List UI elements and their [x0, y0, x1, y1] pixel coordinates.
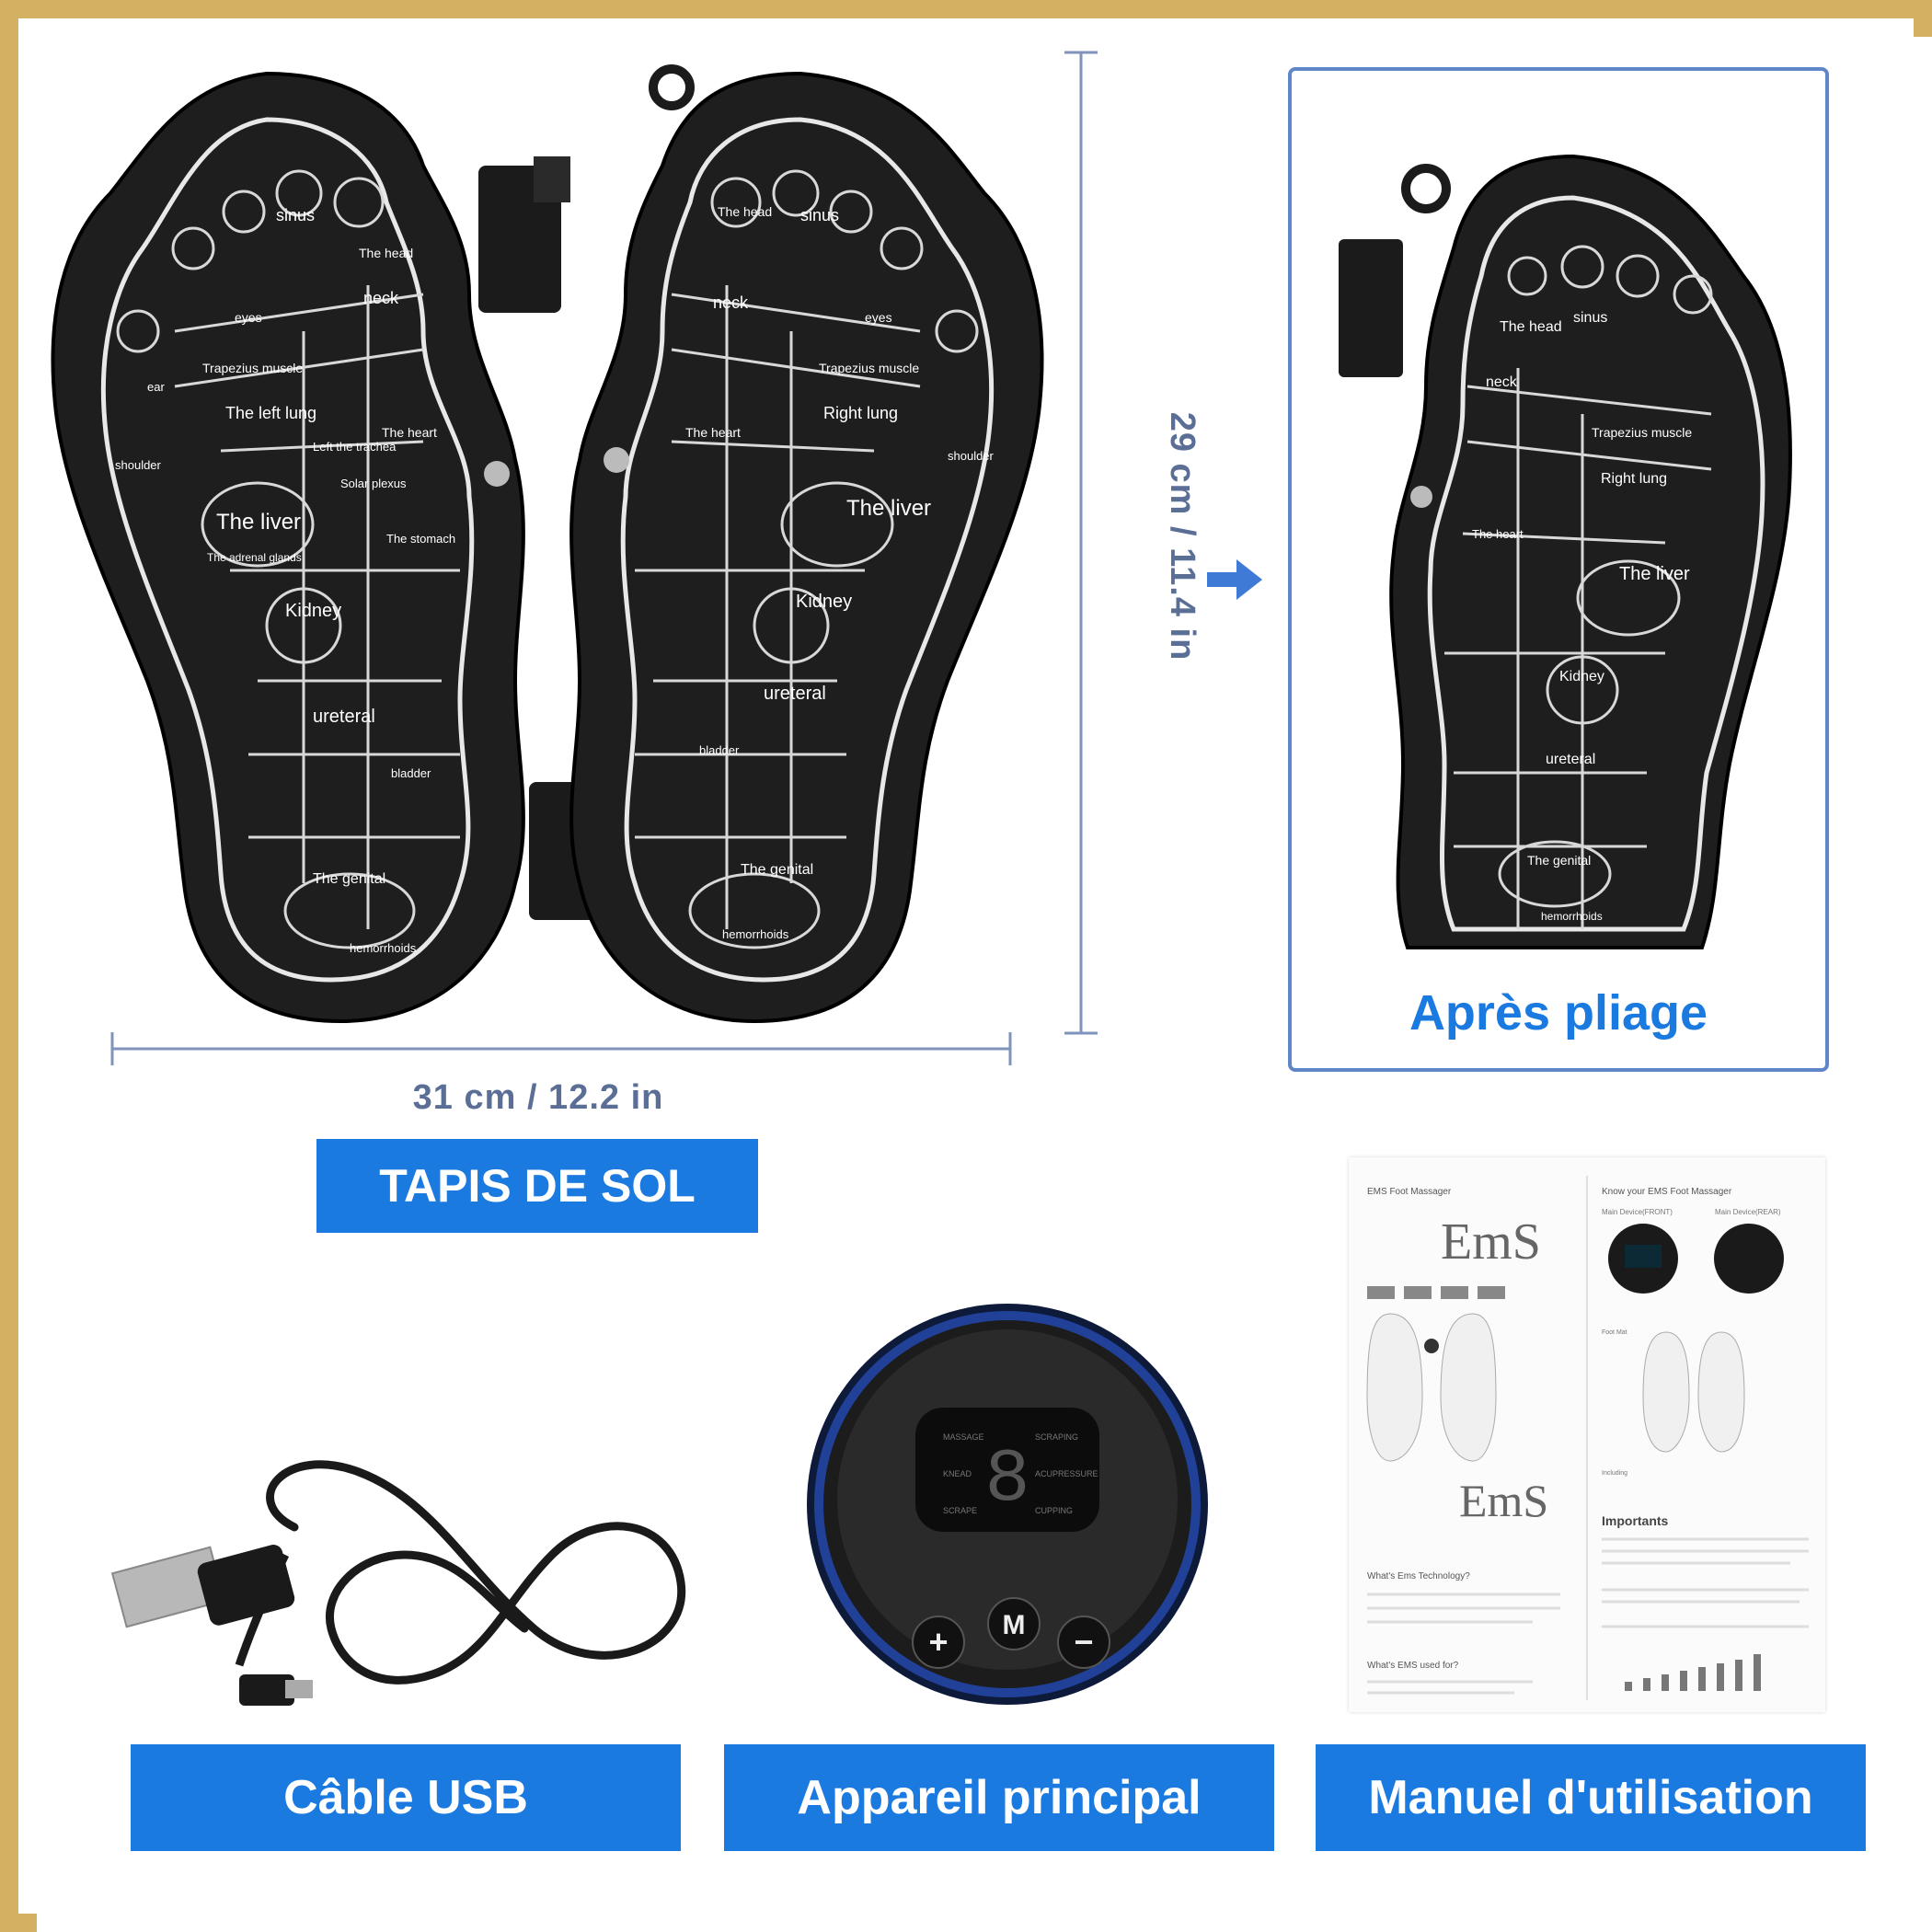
- foot-mat-unfolded: sinus The head eyes neck ear Trapezius m…: [51, 64, 1044, 1024]
- zone-left-genital: The genital: [313, 871, 385, 887]
- zone-left-neck: neck: [363, 289, 399, 307]
- height-dimension-line: [1064, 51, 1098, 1035]
- main-device-label: Appareil principal: [724, 1744, 1274, 1851]
- zone-right-ureteral: ureteral: [764, 684, 826, 704]
- zone-left-kidney: Kidney: [285, 601, 341, 621]
- minus-button[interactable]: −: [1057, 1616, 1110, 1669]
- display-digit: 8: [984, 1437, 1029, 1523]
- zone-left-hemorrhoids: hemorrhoids: [350, 941, 417, 955]
- zone-left-adrenal: The adrenal glands: [207, 551, 302, 564]
- manual-importants: Importants: [1602, 1513, 1669, 1528]
- folded-zone-neck: neck: [1486, 374, 1518, 390]
- folded-caption: Après pliage: [1409, 985, 1708, 1041]
- folded-zone-kidney: Kidney: [1559, 669, 1604, 684]
- zone-right-liver: The liver: [846, 496, 931, 521]
- zone-right-neck: neck: [713, 293, 749, 312]
- zone-left-trachea: Left the trachea: [313, 440, 397, 454]
- folded-zone-genital: The genital: [1527, 853, 1591, 868]
- folded-zone-head: The head: [1500, 319, 1562, 335]
- folded-zone-lung: Right lung: [1601, 471, 1667, 487]
- width-dimension-label: 31 cm / 12.2 in: [412, 1078, 664, 1117]
- mode-button-label: M: [1003, 1610, 1026, 1640]
- zone-left-lung: The left lung: [225, 404, 316, 422]
- folded-zone-hemorrhoids: hemorrhoids: [1541, 910, 1603, 923]
- zone-right-trapezius: Trapezius muscle: [819, 361, 919, 375]
- manual-left-title: EMS Foot Massager: [1367, 1187, 1452, 1197]
- mode-massage: MASSAGE: [943, 1432, 984, 1442]
- mode-knead: KNEAD: [943, 1469, 972, 1478]
- plus-button[interactable]: +: [912, 1616, 965, 1669]
- zone-left-head: The head: [359, 246, 413, 260]
- width-dimension-line: [110, 1032, 1012, 1065]
- manual-including: Including: [1602, 1470, 1627, 1477]
- right-foot-pad: [569, 71, 1044, 1024]
- zone-left-ear: ear: [147, 380, 165, 394]
- zone-right-eyes: eyes: [865, 310, 892, 325]
- zone-right-kidney: Kidney: [796, 592, 852, 612]
- mode-acupressure: ACUPRESSURE: [1035, 1469, 1098, 1478]
- manual-logo: EmS: [1441, 1213, 1541, 1271]
- zone-right-bladder: bladder: [699, 743, 740, 757]
- user-manual-label: Manuel d'utilisation: [1316, 1744, 1866, 1851]
- minus-button-label: −: [1074, 1623, 1093, 1661]
- foot-mat-folded: The head sinus neck Trapezius muscle Rig…: [1339, 154, 1792, 949]
- plus-button-label: +: [928, 1623, 948, 1661]
- height-dimension-label: 29 cm / 11.4 in: [1163, 411, 1202, 661]
- usb-cable-image: [110, 1460, 686, 1706]
- zone-right-lung: Right lung: [823, 404, 898, 422]
- folded-zone-sinus: sinus: [1573, 310, 1607, 326]
- zone-right-genital: The genital: [741, 862, 813, 878]
- folded-view-panel: [1288, 67, 1829, 1072]
- left-foot-pad: [51, 71, 525, 1024]
- manual-logo-2: EmS: [1459, 1475, 1548, 1526]
- folded-zone-liver: The liver: [1619, 564, 1690, 584]
- zone-left-ureteral: ureteral: [313, 707, 375, 727]
- folded-zone-ureteral: ureteral: [1546, 752, 1595, 767]
- zone-right-heart: The heart: [685, 425, 741, 440]
- folded-zone-trapezius: Trapezius muscle: [1592, 425, 1692, 440]
- manual-foot-mat: Foot Mat: [1602, 1329, 1627, 1336]
- folded-zone-heart: The heart: [1472, 527, 1524, 541]
- mode-cupping: CUPPING: [1035, 1506, 1073, 1515]
- zone-left-shoulder: shoulder: [115, 458, 162, 472]
- zone-right-hemorrhoids: hemorrhoids: [722, 927, 789, 941]
- zone-right-head: The head: [718, 204, 772, 219]
- zone-left-sinus: sinus: [276, 206, 315, 224]
- device-display: [915, 1408, 1099, 1532]
- mat-label: TAPIS DE SOL: [316, 1139, 758, 1233]
- zone-left-bladder: bladder: [391, 766, 431, 780]
- mode-button[interactable]: M: [987, 1597, 1041, 1650]
- user-manual-image: EMS Foot Massager EmS EmS What's Ems Tec…: [1349, 1157, 1825, 1712]
- zone-left-trapezius: Trapezius muscle: [202, 361, 303, 375]
- zone-left-eyes: eyes: [235, 310, 262, 325]
- zone-left-liver: The liver: [216, 510, 301, 535]
- zone-right-sinus: sinus: [800, 206, 839, 224]
- main-device-image: 8 MASSAGE KNEAD SCRAPE SCRAPING ACUPRESS…: [807, 1304, 1208, 1705]
- manual-rear-label: Main Device(REAR): [1715, 1208, 1781, 1216]
- manual-whats-ems: What's Ems Technology?: [1367, 1571, 1470, 1581]
- zone-right-shoulder: shoulder: [948, 449, 995, 463]
- usb-cable-label: Câble USB: [131, 1744, 681, 1851]
- manual-front-label: Main Device(FRONT): [1602, 1208, 1673, 1216]
- mode-scrape: SCRAPE: [943, 1506, 977, 1515]
- zone-left-solar: Solar plexus: [340, 477, 407, 490]
- zone-left-heart: The heart: [382, 425, 437, 440]
- mode-scraping: SCRAPING: [1035, 1432, 1078, 1442]
- zone-left-stomach: The stomach: [386, 532, 455, 546]
- manual-right-title: Know your EMS Foot Massager: [1602, 1187, 1732, 1197]
- arrow-right-icon: [1207, 559, 1262, 600]
- manual-whats-used: What's EMS used for?: [1367, 1661, 1459, 1671]
